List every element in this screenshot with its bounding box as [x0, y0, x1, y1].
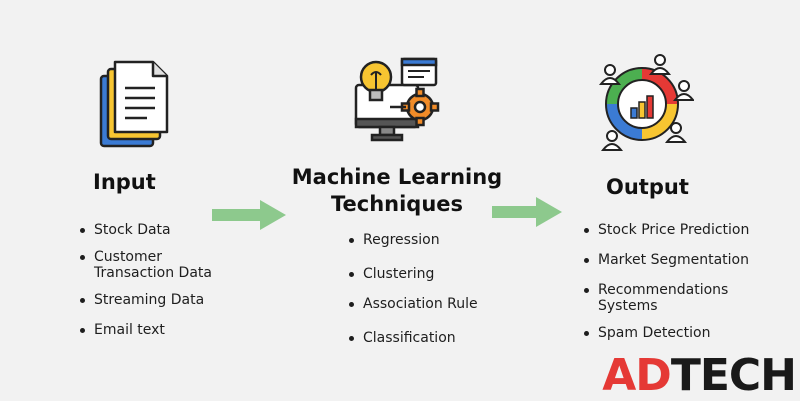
documents-icon	[99, 60, 169, 148]
input-list: Stock Data Customer Transaction Data Str…	[80, 222, 240, 338]
list-item: Streaming Data	[80, 292, 240, 308]
list-item: Market Segmentation	[584, 252, 774, 268]
flow-arrow-2	[492, 197, 564, 227]
brand-logo-part1: AD	[602, 350, 672, 401]
flow-arrow-1	[212, 200, 288, 230]
list-item: Spam Detection	[584, 325, 774, 341]
output-list: Stock Price Prediction Market Segmentati…	[584, 222, 774, 341]
ml-list: Regression Clustering Association Rule C…	[349, 232, 509, 346]
list-item: Stock Price Prediction	[584, 222, 774, 238]
list-item: Recommendations Systems	[584, 282, 738, 314]
output-title: Output	[606, 175, 689, 199]
monitor-lightbulb-gear-icon	[354, 57, 440, 142]
input-section	[95, 60, 195, 160]
list-item: Classification	[349, 330, 509, 346]
list-item: Stock Data	[80, 222, 240, 238]
brand-logo-part2: TECH	[670, 350, 797, 401]
output-section	[594, 52, 696, 156]
ml-title-line1: Machine Learning	[291, 165, 503, 189]
brand-logo: ADTECH	[602, 354, 797, 398]
ml-title-line2: Techniques	[330, 192, 464, 216]
ml-title: Machine Learning Techniques	[282, 164, 512, 218]
analytics-users-icon	[598, 54, 696, 151]
list-item: Email text	[80, 322, 240, 338]
ml-section	[350, 55, 442, 151]
input-title: Input	[93, 170, 156, 194]
list-item: Regression	[349, 232, 509, 248]
list-item: Association Rule	[349, 296, 509, 312]
list-item: Customer Transaction Data	[80, 249, 214, 281]
list-item: Clustering	[349, 266, 509, 282]
